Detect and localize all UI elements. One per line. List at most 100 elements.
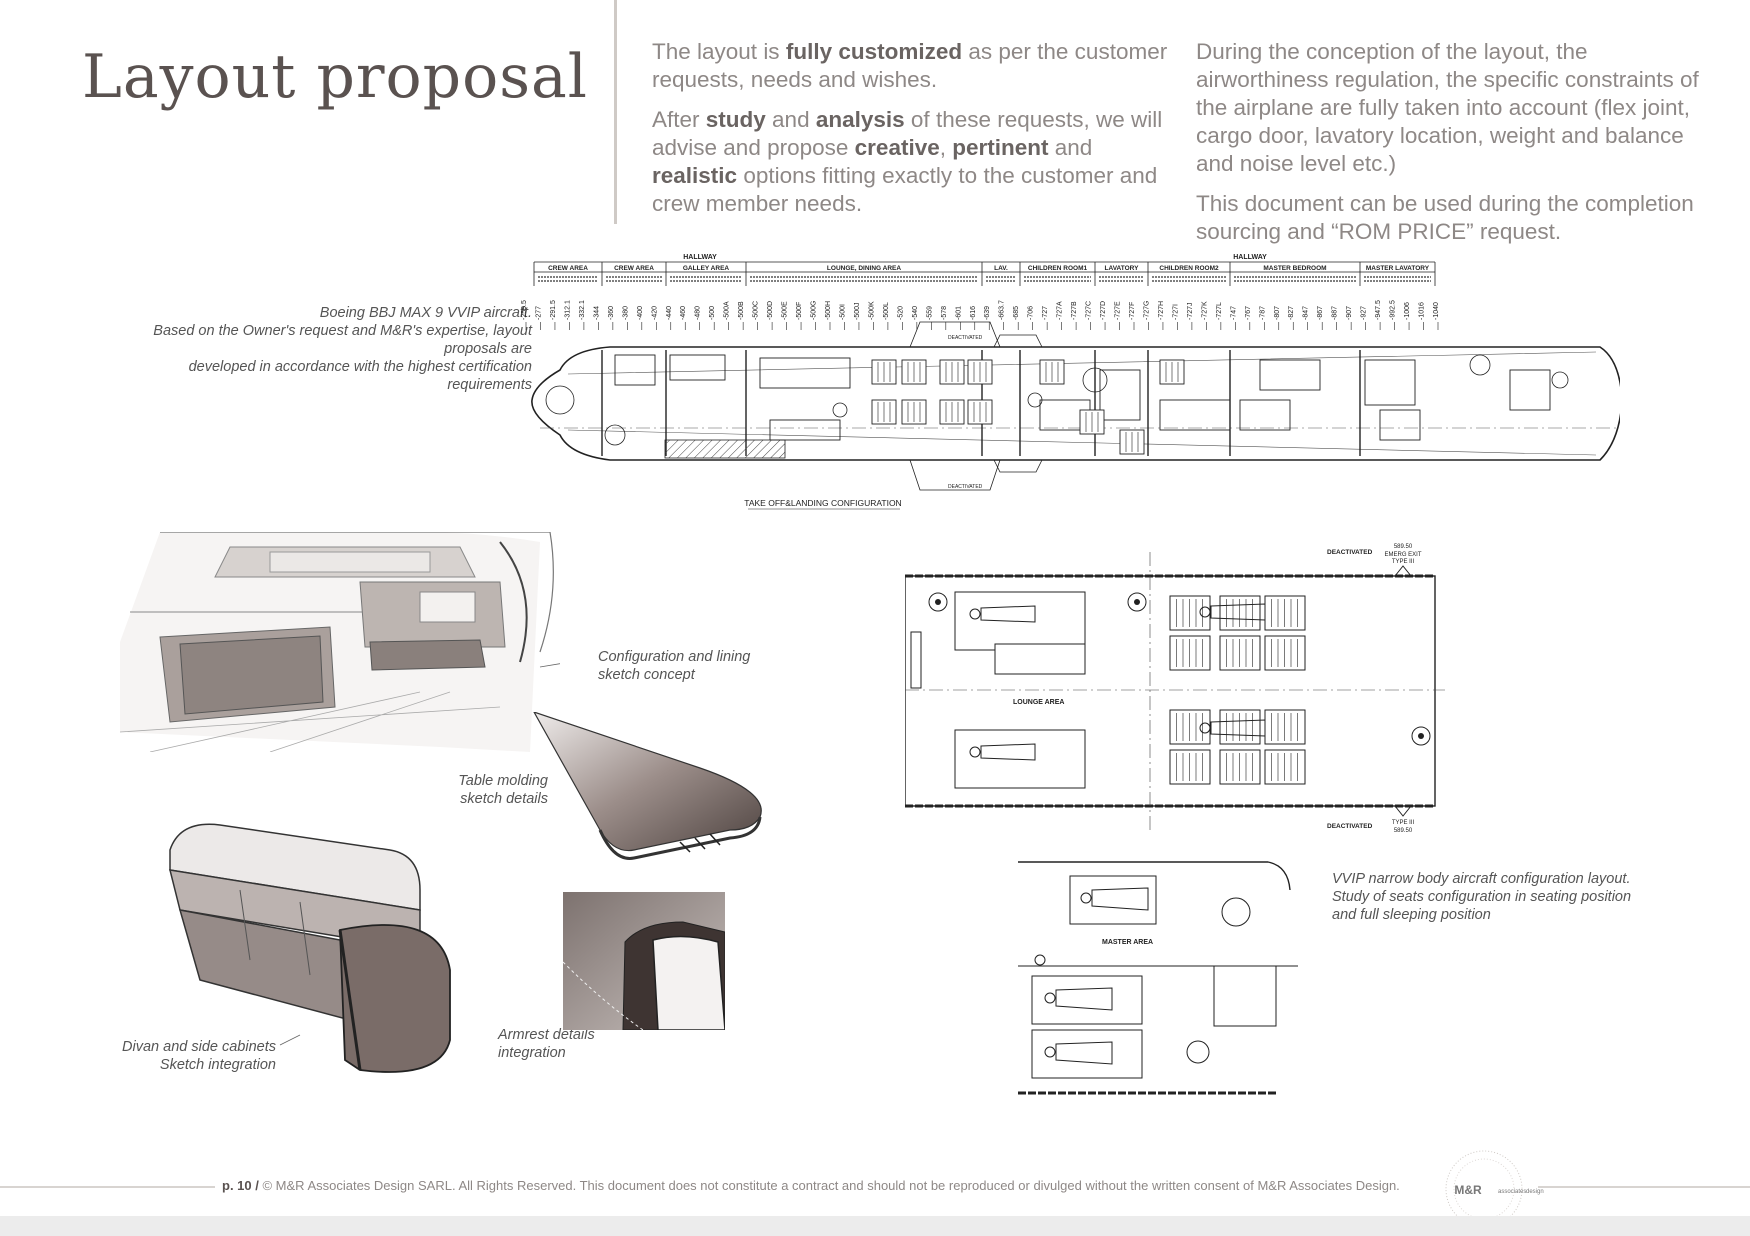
zone-label: MASTER BEDROOM bbox=[1263, 265, 1326, 272]
station-label: -500A bbox=[724, 301, 731, 320]
intro-paragraph-1: The layout is fully customized as per th… bbox=[652, 38, 1172, 94]
station-label: -291.5 bbox=[550, 300, 557, 320]
station-label: -420 bbox=[651, 306, 658, 320]
station-label: -727K bbox=[1201, 301, 1208, 320]
seat bbox=[967, 359, 993, 385]
station-label: -727A bbox=[1057, 301, 1064, 320]
furniture-outline bbox=[1364, 359, 1416, 406]
figure-head bbox=[1044, 1046, 1056, 1058]
caption-line: Sketch integration bbox=[159, 1057, 276, 1073]
caption-table-molding: Table molding sketch details bbox=[428, 772, 548, 808]
zone-label: CREW AREA bbox=[548, 265, 588, 272]
seat-frame bbox=[1169, 635, 1211, 671]
station-label: -500H bbox=[825, 301, 832, 320]
master-bed-2 bbox=[1031, 1029, 1143, 1079]
round-fixture bbox=[604, 424, 626, 446]
caption-line: Configuration and lining bbox=[598, 649, 751, 665]
lounge-seat bbox=[1219, 595, 1261, 631]
emphasis-text: realistic bbox=[652, 163, 738, 188]
round-fixture bbox=[832, 402, 848, 418]
station-label: -992.5 bbox=[1390, 300, 1397, 320]
body-text: The layout is bbox=[652, 39, 786, 64]
seat-frame bbox=[1264, 749, 1306, 785]
seat-frame bbox=[1219, 749, 1261, 785]
seat-frame bbox=[1264, 595, 1306, 631]
emphasis-text: creative bbox=[854, 135, 940, 160]
master-area-label: MASTER AREA bbox=[1102, 939, 1153, 946]
station-label: -559 bbox=[926, 306, 933, 320]
furniture-outline bbox=[1259, 359, 1321, 391]
seat bbox=[967, 399, 993, 425]
figure-group bbox=[1044, 887, 1149, 1065]
seat bbox=[871, 359, 897, 385]
station-label: -706 bbox=[1028, 306, 1035, 320]
body-text: and bbox=[1048, 135, 1093, 160]
emerg-bottom-2: 589.50 bbox=[1394, 828, 1413, 834]
round-fixture bbox=[1082, 367, 1108, 393]
caption-armrest: Armrest details integration bbox=[498, 1026, 628, 1062]
round-fixture bbox=[1469, 354, 1491, 376]
station-label: -500I bbox=[839, 304, 846, 320]
seat-frame bbox=[1264, 635, 1306, 671]
caption-line: Study of seats configuration in seating … bbox=[1332, 889, 1632, 905]
human-figure bbox=[969, 605, 1036, 623]
station-label: -685 bbox=[1013, 306, 1020, 320]
caption-line: VVIP narrow body aircraft configuration … bbox=[1332, 871, 1631, 887]
station-label: -277 bbox=[535, 306, 542, 320]
exit-top bbox=[993, 334, 1043, 348]
body-text: , bbox=[939, 135, 953, 160]
emerg-top-2: EMERG EXIT bbox=[1384, 552, 1421, 558]
station-label: -927 bbox=[1361, 306, 1368, 320]
station-label: -787 bbox=[1259, 306, 1266, 320]
zone-label: GALLEY AREA bbox=[683, 265, 730, 272]
caption-bbj: Boeing BBJ MAX 9 VVIP aircraft. Based on… bbox=[120, 304, 532, 394]
intro-column-2: During the conception of the layout, the… bbox=[1196, 38, 1716, 258]
seat-frame bbox=[1169, 709, 1211, 745]
zone-label: LOUNGE, DINING AREA bbox=[827, 265, 901, 272]
figure-head bbox=[1080, 892, 1092, 904]
furniture-outline bbox=[1379, 409, 1421, 441]
emphasis-text: analysis bbox=[815, 107, 905, 132]
lounge-seat bbox=[1264, 709, 1306, 745]
station-label: -500B bbox=[738, 301, 745, 320]
intro-paragraph-3: During the conception of the layout, the… bbox=[1196, 39, 1699, 176]
furniture-outline bbox=[759, 357, 851, 389]
intro-paragraph-2: After study and analysis of these reques… bbox=[652, 106, 1172, 218]
station-label: -500E bbox=[782, 301, 789, 320]
seat bbox=[1119, 429, 1145, 455]
human-figure bbox=[1044, 1041, 1113, 1065]
seat bbox=[1039, 359, 1065, 385]
lounge-seat bbox=[1169, 749, 1211, 785]
station-label: -907 bbox=[1346, 306, 1353, 320]
human-figure bbox=[1199, 719, 1266, 737]
figure-head bbox=[969, 608, 981, 620]
copyright-text: © M&R Associates Design SARL. All Rights… bbox=[262, 1178, 1400, 1193]
leader-line bbox=[539, 663, 560, 668]
footer-band bbox=[0, 1216, 1750, 1236]
furniture-outline bbox=[1239, 399, 1291, 431]
figure-body bbox=[980, 605, 1036, 623]
zone-label: CHILDREN ROOM1 bbox=[1028, 265, 1088, 272]
master-bed-1 bbox=[1031, 975, 1143, 1025]
figure-head bbox=[969, 746, 981, 758]
figure-head bbox=[1044, 992, 1056, 1004]
caption-config-sketch: Configuration and lining sketch concept bbox=[598, 648, 818, 684]
caption-line: Based on the Owner's request and M&R's e… bbox=[153, 323, 532, 357]
emerg-top-1: 589.50 bbox=[1394, 544, 1413, 550]
caption-line: sketch concept bbox=[598, 667, 695, 683]
fuselage-outline bbox=[531, 346, 1620, 461]
station-label: -520 bbox=[897, 306, 904, 320]
round-fixture bbox=[1027, 392, 1043, 408]
emphasis-text: fully customized bbox=[785, 39, 963, 64]
caption-line: sketch details bbox=[460, 791, 548, 807]
lounge-seat bbox=[1264, 749, 1306, 785]
caption-vvip-layout: VVIP narrow body aircraft configuration … bbox=[1332, 870, 1662, 924]
header-divider bbox=[614, 0, 617, 224]
deactivated-label: DEACTIVATED bbox=[948, 335, 983, 341]
station-label: -500D bbox=[767, 301, 774, 320]
lounge-seat bbox=[1264, 595, 1306, 631]
footer-rule-left bbox=[0, 1186, 215, 1188]
station-label: -727L bbox=[1216, 302, 1223, 320]
seat bbox=[1159, 359, 1185, 385]
